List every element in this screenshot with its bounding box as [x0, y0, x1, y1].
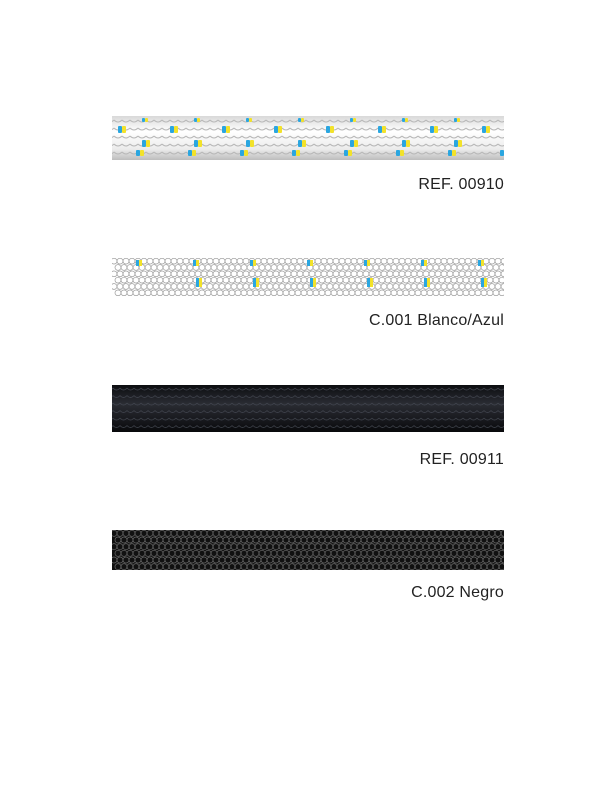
- braid-pattern-white-blue-swatch: [112, 258, 504, 296]
- braid-pattern-black-swatch: [112, 530, 504, 570]
- color-code-label: C.002 Negro: [411, 584, 504, 601]
- rope-black-photo: [112, 385, 504, 432]
- product-reference-label: REF. 00910: [418, 176, 504, 193]
- product-reference-label: REF. 00911: [419, 451, 504, 468]
- rope-white-blue-yellow-photo: [112, 116, 504, 160]
- color-code-label: C.001 Blanco/Azul: [368, 312, 504, 329]
